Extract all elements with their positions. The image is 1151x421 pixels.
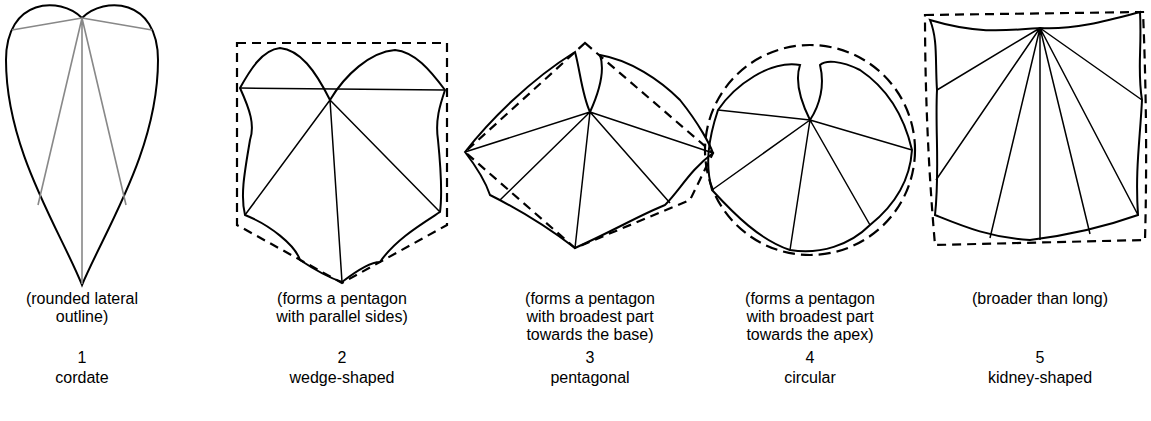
shape-name: cordate xyxy=(10,369,155,387)
shape-name: kidney-shaped xyxy=(954,369,1126,387)
shape-name: circular xyxy=(731,369,889,387)
shape-description: (broader than long) xyxy=(954,290,1126,308)
shape-description: (forms a pentagon with broadest part tow… xyxy=(731,290,889,344)
shape-name: wedge-shaped xyxy=(263,369,421,387)
callout-number: 3 xyxy=(511,349,669,367)
shape-description: (forms a pentagon with broadest part tow… xyxy=(511,290,669,344)
shape-description: (rounded lateral outline) xyxy=(10,290,155,326)
callout-number: 5 xyxy=(954,349,1126,367)
callout-number: 4 xyxy=(731,349,889,367)
shape-description: (forms a pentagon with parallel sides) xyxy=(263,290,421,326)
shape-name: pentagonal xyxy=(511,369,669,387)
callout-number: 2 xyxy=(263,349,421,367)
callout-number: 1 xyxy=(10,349,155,367)
